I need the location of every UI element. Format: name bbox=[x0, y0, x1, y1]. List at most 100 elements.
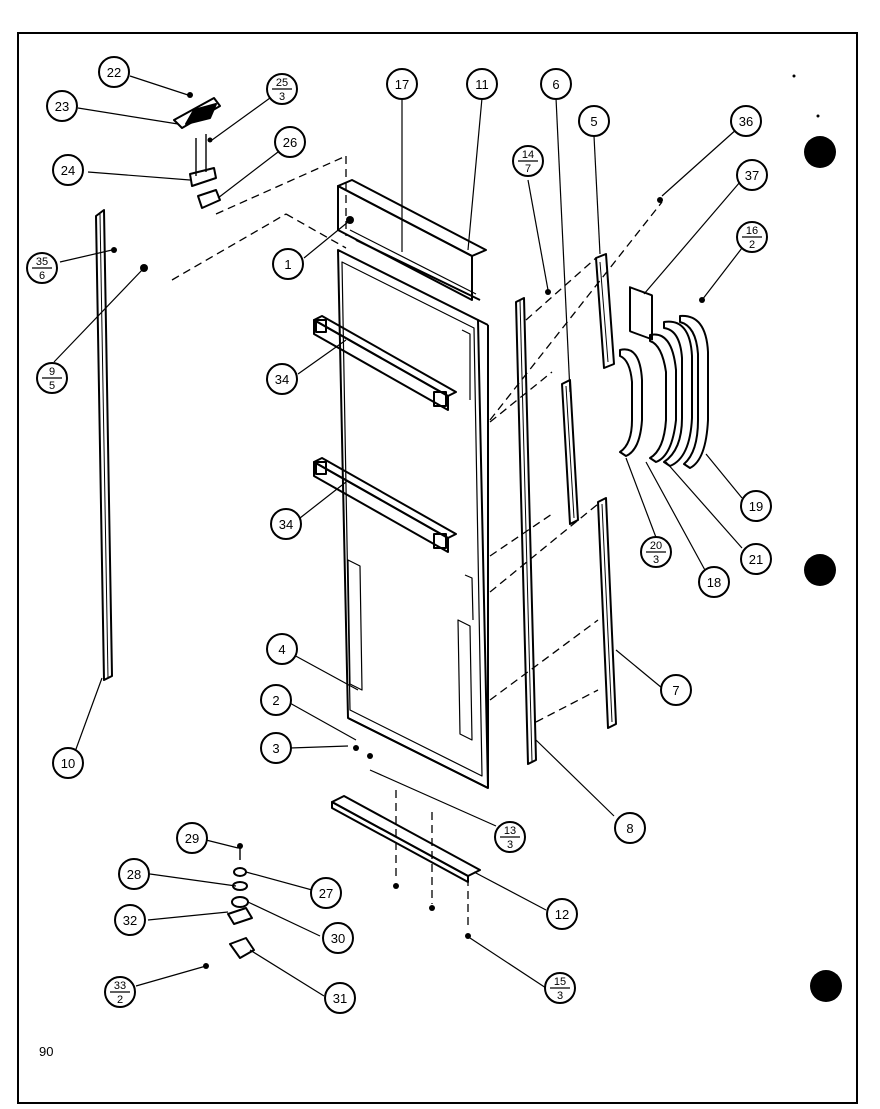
callout-label: 2 bbox=[272, 693, 279, 708]
top-cap bbox=[337, 179, 487, 301]
callout-label: 27 bbox=[319, 886, 333, 901]
callout-denominator: 3 bbox=[557, 990, 563, 1002]
callout-numerator: 15 bbox=[554, 976, 566, 988]
callout-denominator: 2 bbox=[117, 994, 123, 1006]
callout-label: 4 bbox=[278, 642, 285, 657]
callout-denominator: 3 bbox=[279, 91, 285, 103]
callout-label: 17 bbox=[395, 77, 409, 92]
callout-13: 133 bbox=[494, 821, 526, 853]
callout-circle bbox=[260, 684, 292, 716]
assembly-lines bbox=[171, 155, 663, 930]
callout-numerator: 9 bbox=[49, 366, 55, 378]
callout-30: 30 bbox=[322, 922, 354, 954]
callout-denominator: 6 bbox=[39, 270, 45, 282]
callout-circle bbox=[274, 126, 306, 158]
shelf-rail-upper bbox=[313, 315, 457, 411]
callout-1: 1 bbox=[272, 248, 304, 280]
callout-circle bbox=[322, 922, 354, 954]
callout-label: 19 bbox=[749, 499, 763, 514]
callout-label: 10 bbox=[61, 756, 75, 771]
callout-19: 19 bbox=[740, 490, 772, 522]
callout-circle bbox=[272, 248, 304, 280]
callout-circle bbox=[660, 674, 692, 706]
callout-circle bbox=[698, 566, 730, 598]
callout-23: 23 bbox=[46, 90, 78, 122]
callout-35: 356 bbox=[26, 252, 58, 284]
callout-circle bbox=[260, 732, 292, 764]
diagram-frame bbox=[17, 32, 858, 1104]
callout-numerator: 16 bbox=[746, 225, 758, 237]
callout-34a: 34 bbox=[266, 363, 298, 395]
callout-circle bbox=[310, 877, 342, 909]
callout-numerator: 35 bbox=[36, 256, 48, 268]
callout-circle bbox=[52, 747, 84, 779]
callout-circle bbox=[114, 904, 146, 936]
callout-label: 34 bbox=[279, 517, 293, 532]
handle-assembly bbox=[619, 314, 709, 469]
callout-circle bbox=[266, 633, 298, 665]
registration-marks bbox=[792, 74, 842, 1002]
callout-circle bbox=[466, 68, 498, 100]
callout-numerator: 13 bbox=[504, 825, 516, 837]
top-hinge bbox=[173, 97, 221, 209]
callout-circle bbox=[118, 858, 150, 890]
callout-4: 4 bbox=[266, 633, 298, 665]
callout-label: 36 bbox=[739, 114, 753, 129]
callout-31: 31 bbox=[324, 982, 356, 1014]
callout-circle bbox=[578, 105, 610, 137]
callout-16: 162 bbox=[736, 221, 768, 253]
callout-22: 22 bbox=[98, 56, 130, 88]
callout-circle bbox=[614, 812, 646, 844]
callout-2: 2 bbox=[260, 684, 292, 716]
callout-numerator: 25 bbox=[276, 77, 288, 89]
callout-denominator: 2 bbox=[749, 239, 755, 251]
callout-denominator: 3 bbox=[507, 839, 513, 851]
callout-label: 32 bbox=[123, 913, 137, 928]
callout-26: 26 bbox=[274, 126, 306, 158]
callout-37: 37 bbox=[736, 159, 768, 191]
callout-6: 6 bbox=[540, 68, 572, 100]
callout-15: 153 bbox=[544, 972, 576, 1004]
callout-label: 24 bbox=[61, 163, 75, 178]
callout-label: 3 bbox=[272, 741, 279, 756]
callout-9: 95 bbox=[36, 362, 68, 394]
callout-33: 332 bbox=[104, 976, 136, 1008]
callout-5: 5 bbox=[578, 105, 610, 137]
callout-label: 23 bbox=[55, 99, 69, 114]
handle-trim-upper bbox=[561, 379, 579, 525]
callout-circle bbox=[540, 68, 572, 100]
trim-strip-left bbox=[95, 209, 113, 681]
callout-circle bbox=[98, 56, 130, 88]
callout-label: 1 bbox=[284, 257, 291, 272]
callout-14: 147 bbox=[512, 145, 544, 177]
callout-circle bbox=[266, 363, 298, 395]
callout-circle bbox=[386, 68, 418, 100]
callout-circle bbox=[176, 822, 208, 854]
callout-circle bbox=[736, 159, 768, 191]
callout-17: 17 bbox=[386, 68, 418, 100]
callout-circle bbox=[270, 508, 302, 540]
callout-label: 12 bbox=[555, 907, 569, 922]
shelf-rail-lower bbox=[313, 457, 457, 553]
callout-8: 8 bbox=[614, 812, 646, 844]
callout-circle bbox=[740, 490, 772, 522]
callout-label: 22 bbox=[107, 65, 121, 80]
callout-label: 28 bbox=[127, 867, 141, 882]
callout-circle bbox=[546, 898, 578, 930]
callout-circle bbox=[730, 105, 762, 137]
callout-label: 5 bbox=[590, 114, 597, 129]
callout-label: 26 bbox=[283, 135, 297, 150]
callout-label: 30 bbox=[331, 931, 345, 946]
leader-lines bbox=[53, 75, 743, 997]
callout-18: 18 bbox=[698, 566, 730, 598]
callout-circle bbox=[324, 982, 356, 1014]
callout-32: 32 bbox=[114, 904, 146, 936]
callout-label: 7 bbox=[672, 683, 679, 698]
callout-10: 10 bbox=[52, 747, 84, 779]
handle-trim-lower bbox=[597, 497, 617, 729]
callout-numerator: 33 bbox=[114, 980, 126, 992]
label-plate bbox=[629, 286, 653, 341]
